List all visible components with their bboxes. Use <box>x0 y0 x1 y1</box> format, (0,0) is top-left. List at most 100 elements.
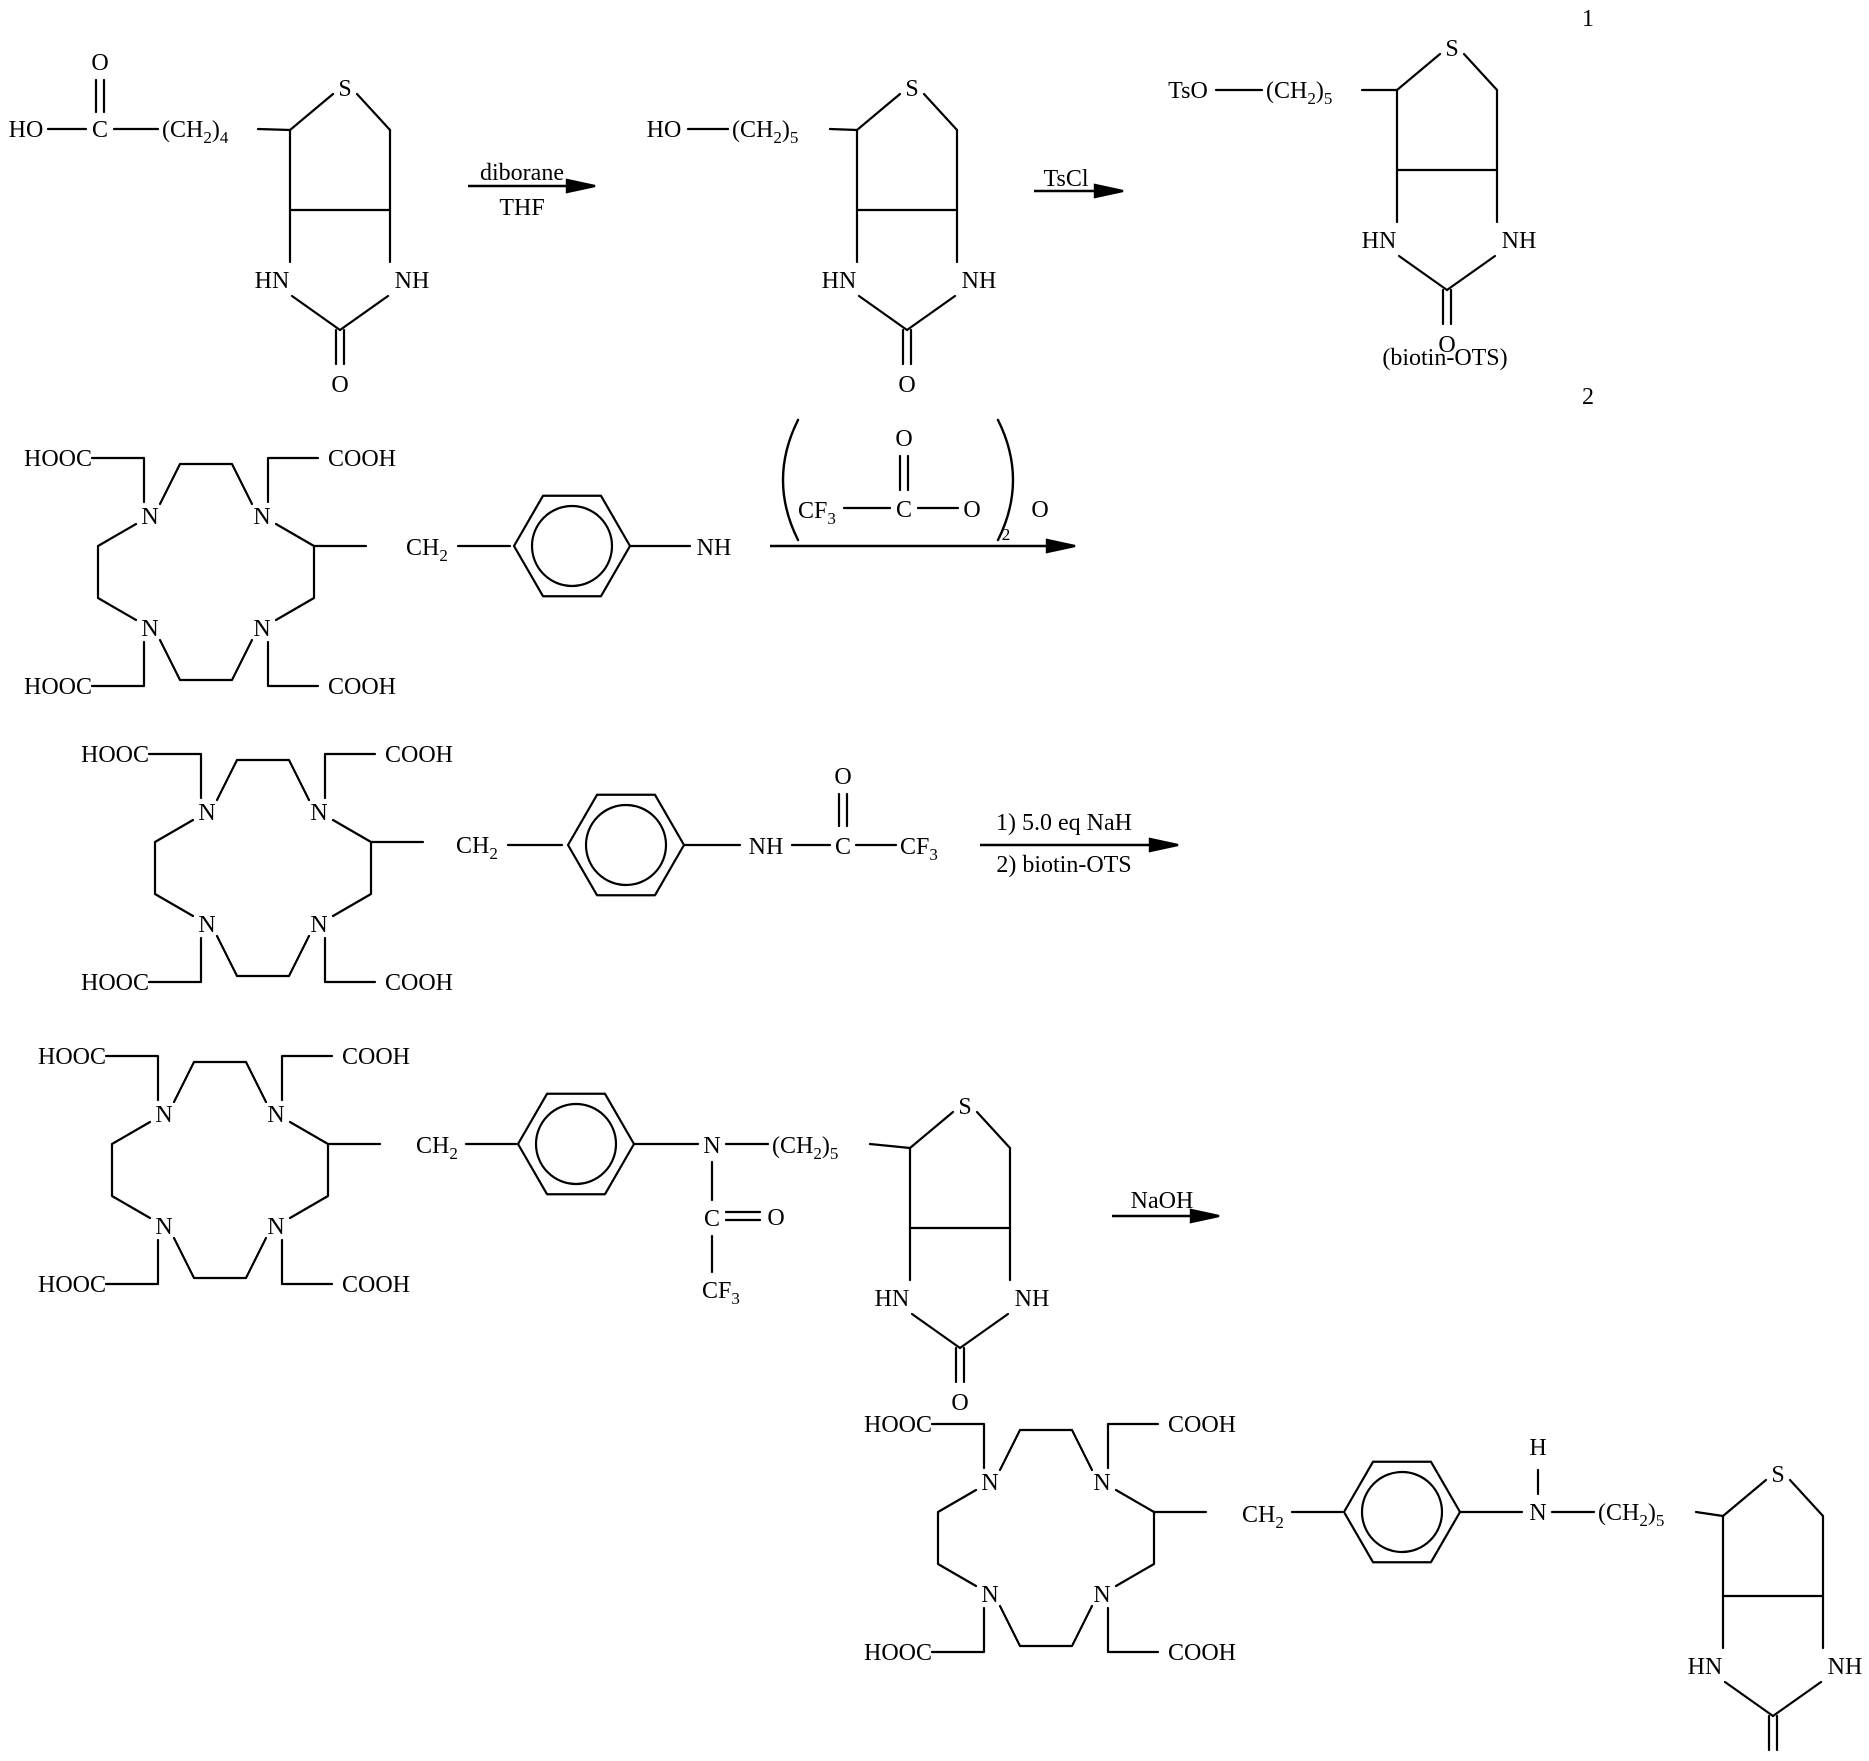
cyclen-amine-ring <box>276 524 314 620</box>
aromatic-circle <box>536 1104 616 1184</box>
cyclen-protected-carboxyl: COOH <box>342 1272 410 1298</box>
reagent-biotin-ots: 2) biotin-OTS <box>996 852 1131 878</box>
methylene-label: CH2 <box>406 535 448 565</box>
biotin-amide-bond <box>960 1314 1008 1348</box>
cyclen-protected-carboxyl: HOOC <box>38 1044 106 1070</box>
bond <box>258 129 290 130</box>
cyclen-protected-carboxyl: HOOC <box>38 1272 106 1298</box>
biotin-acid-sulfur: S <box>338 76 351 102</box>
hydroxyl-label: HO <box>9 117 44 143</box>
cyclen-amide-arm <box>149 938 201 982</box>
bond <box>870 1144 910 1148</box>
aromatic-circle <box>532 506 612 586</box>
cyclen-protected-ring <box>174 1238 266 1278</box>
cyclen-amine-nitrogen-4: N <box>141 616 158 642</box>
methylene-label: CH2 <box>416 1133 458 1163</box>
cyclen-product-carboxyl: COOH <box>1168 1412 1236 1438</box>
arrow-step3-head <box>1047 540 1075 552</box>
biotin-product-bond <box>1773 1682 1821 1716</box>
cyclen-product-nitrogen-2: N <box>1093 1470 1110 1496</box>
cyclen-amide-nitrogen-1: N <box>198 800 215 826</box>
biotin-product-bond <box>1725 1682 1773 1716</box>
biotin-alcohol-bond <box>857 94 900 130</box>
biotin-amide-sulfur: S <box>958 1094 971 1120</box>
biotin-ots-bond <box>1447 256 1495 290</box>
bracket-left <box>783 420 798 540</box>
cyclen-product-arm <box>932 1424 984 1468</box>
cyclen-product-nitrogen-1: N <box>981 1470 998 1496</box>
biotin-ots-nh-left: HN <box>1362 228 1397 254</box>
cyclen-amide-carboxyl: COOH <box>385 970 453 996</box>
cyclen-product-nitrogen-4: N <box>981 1582 998 1608</box>
reagent-tscl: TsCl <box>1044 166 1089 192</box>
cyclen-amide-carboxyl: COOH <box>385 742 453 768</box>
biotin-product-bond <box>1790 1480 1823 1516</box>
pentyl-chain: (CH2)5 <box>1598 1500 1664 1530</box>
cyclen-amine-nitrogen-1: N <box>141 504 158 530</box>
biotin-amide-oxygen: O <box>951 1390 968 1416</box>
biotin-amide-nh-left: HN <box>875 1286 910 1312</box>
biotin-acid-nh-left: HN <box>255 268 290 294</box>
arrow-step5-head <box>1191 1210 1219 1222</box>
bonds <box>48 54 1823 1750</box>
biotin-product-bond <box>1723 1480 1766 1516</box>
biotin-acid-bond <box>340 296 388 330</box>
cyclen-amine-carboxyl: HOOC <box>24 446 92 472</box>
cyclen-protected-ring <box>174 1062 266 1102</box>
cyclen-product-ring <box>1000 1430 1092 1470</box>
arrow-step1-head <box>567 180 595 192</box>
cyclen-protected-ring <box>290 1122 328 1218</box>
biotin-ots-bond <box>1464 54 1497 90</box>
biotin-ots-nh-right: NH <box>1502 228 1537 254</box>
cyclen-amide-ring <box>217 760 309 800</box>
reagent-nah: 1) 5.0 eq NaH <box>996 810 1132 836</box>
biotin-amide-nh-right: NH <box>1015 1286 1050 1312</box>
biotin-amide-bond <box>910 1112 953 1148</box>
cyclen-amine-ring <box>160 640 252 680</box>
reagent-thf: THF <box>499 195 544 221</box>
methylene-label: CH2 <box>456 833 498 863</box>
cyclen-protected-arm <box>106 1240 158 1284</box>
cyclen-protected-ring <box>112 1122 150 1218</box>
cyclen-amine-arm <box>268 642 318 686</box>
cyclen-amide-arm <box>325 938 375 982</box>
cyclen-protected-arm <box>282 1240 332 1284</box>
cyclen-amine-nitrogen-2: N <box>253 504 270 530</box>
aromatic-circle <box>586 805 666 885</box>
anhydride-oxygen: O <box>895 426 912 452</box>
cyclen-amine-nitrogen-3: N <box>253 616 270 642</box>
bridging-oxygen: O <box>963 497 980 523</box>
cyclen-protected-nitrogen-3: N <box>267 1214 284 1240</box>
cyclen-amide-carboxyl: HOOC <box>81 970 149 996</box>
biotin-alcohol-bond <box>859 296 907 330</box>
cyclen-product-arm <box>1108 1608 1158 1652</box>
arrow-step4-head <box>1150 839 1178 851</box>
amide-oxygen: O <box>767 1205 784 1231</box>
scheme-number-2: 2 <box>1582 384 1594 410</box>
cyclen-protected-nitrogen-2: N <box>267 1102 284 1128</box>
cyclen-amide-arm <box>149 754 201 798</box>
reagent-naoh: NaOH <box>1131 1188 1194 1214</box>
biotin-alcohol-bond <box>924 94 957 130</box>
scheme-number-1: 1 <box>1582 6 1594 32</box>
cyclen-product-nitrogen-3: N <box>1093 1582 1110 1608</box>
biotin-product-nh-left: HN <box>1688 1654 1723 1680</box>
biotin-amide-bond <box>912 1314 960 1348</box>
cyclen-product-arm <box>1108 1424 1158 1468</box>
amine-hydrogen: H <box>1529 1435 1546 1461</box>
reaction-arrows <box>468 180 1219 1222</box>
amide-nh-label: NH <box>749 834 784 860</box>
cyclen-amine-carboxyl: HOOC <box>24 674 92 700</box>
anhydride-outer-oxygen: O <box>1031 497 1048 523</box>
cyclen-amide-nitrogen-2: N <box>310 800 327 826</box>
cyclen-amide-nitrogen-3: N <box>310 912 327 938</box>
biotin-acid-bond <box>357 94 390 130</box>
trifluoromethyl-label: CF3 <box>702 1278 740 1308</box>
cyclen-amide-ring <box>333 820 371 916</box>
cyclen-product-carboxyl: HOOC <box>864 1412 932 1438</box>
cyclen-product-arm <box>932 1608 984 1652</box>
cyclen-amide-carboxyl: HOOC <box>81 742 149 768</box>
bond <box>1696 1512 1723 1516</box>
compound-caption: (biotin-OTS) <box>1382 345 1507 371</box>
biotin-ots-bond <box>1397 54 1440 90</box>
